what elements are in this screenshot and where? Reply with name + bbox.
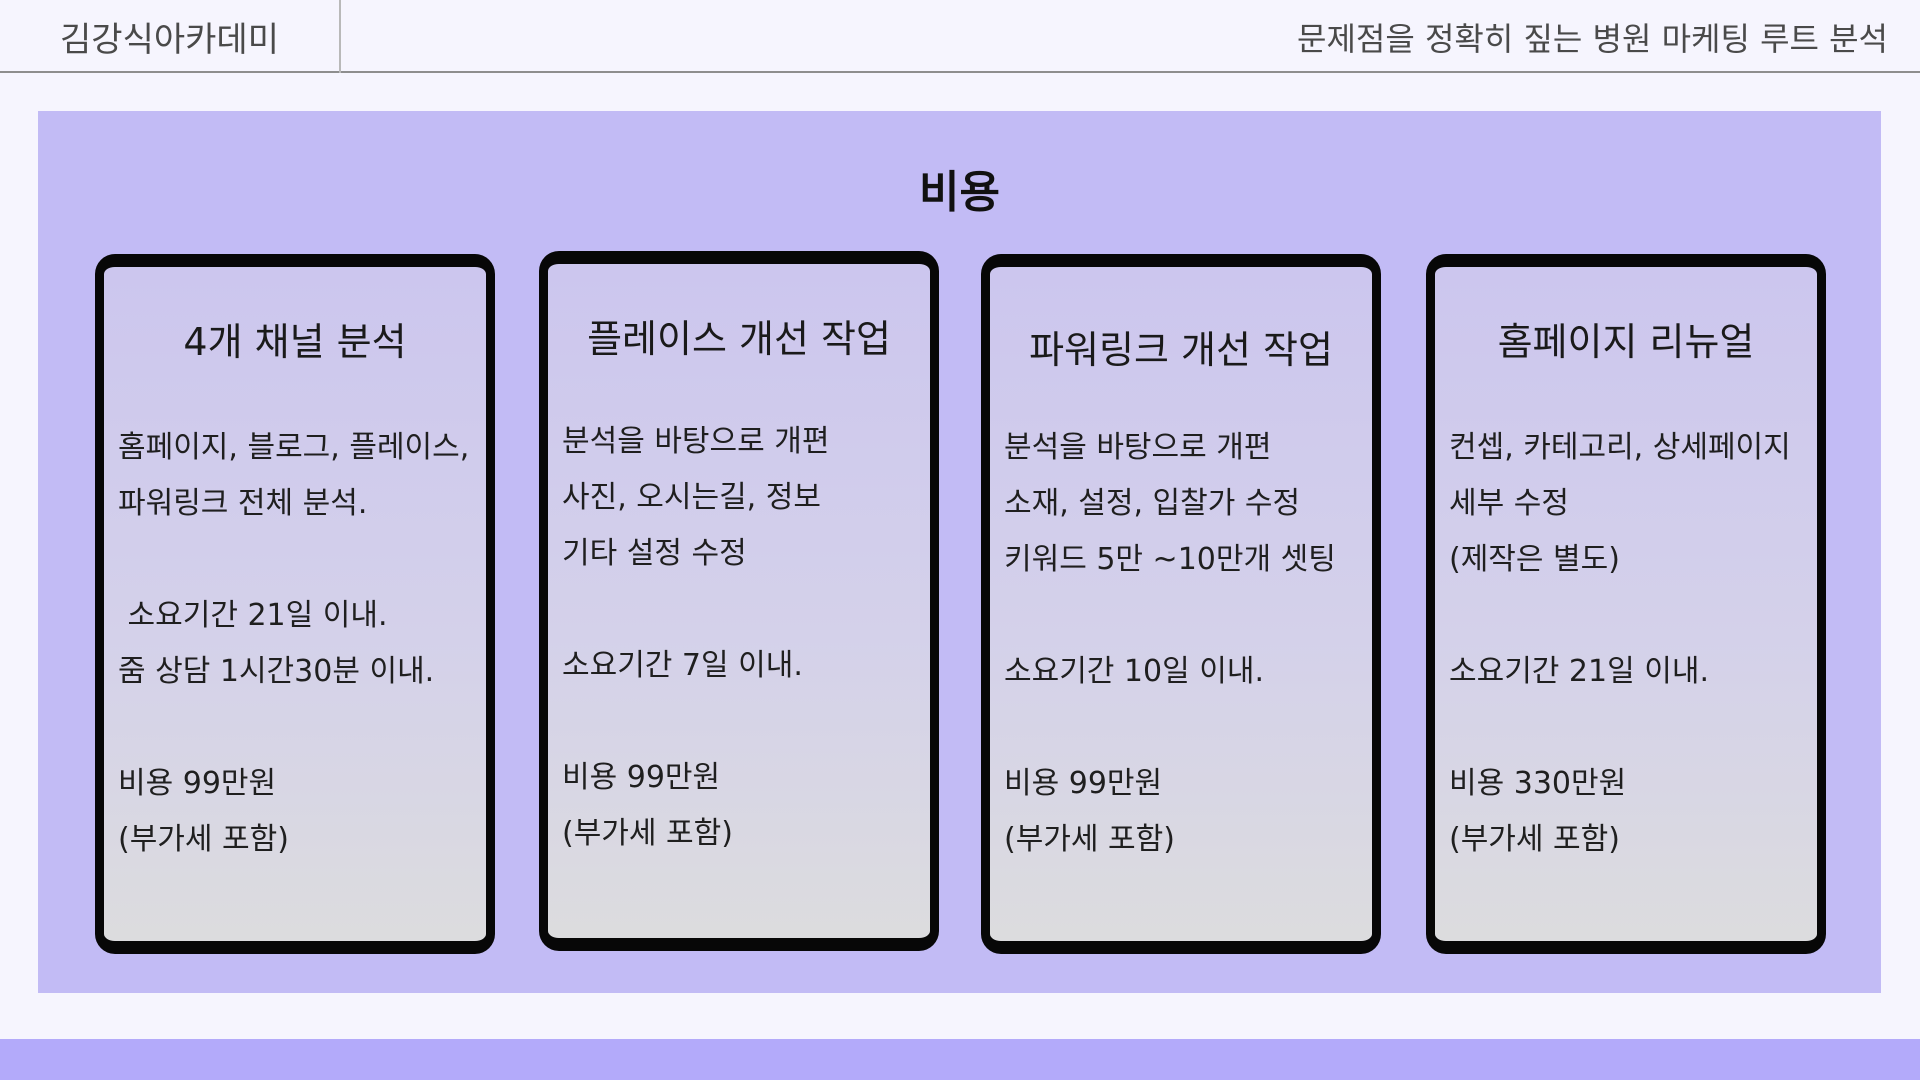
card-title: 플레이스 개선 작업 [587,317,891,361]
card-line: 홈페이지, 블로그, 플레이스, [118,430,470,465]
card-line: 세부 수정 [1449,486,1569,521]
card-line: 줌 상담 1시간30분 이내. [118,654,435,689]
card-line: 소요기간 10일 이내. [1004,654,1264,689]
pricing-card-powerlink-improvement: 파워링크 개선 작업 분석을 바탕으로 개편 소재, 설정, 입찰가 수정 키워… [981,254,1381,954]
card-line: (부가세 포함) [1449,822,1620,857]
card-line: 소요기간 21일 이내. [118,598,388,633]
card-line: 비용 330만원 [1449,766,1627,801]
card-line [1004,588,1366,644]
card-line: (부가세 포함) [562,816,733,851]
card-title: 4개 채널 분석 [183,320,407,364]
card-line [118,700,480,756]
card-title: 홈페이지 리뉴얼 [1497,320,1755,364]
card-line [562,694,924,750]
card-line [1004,700,1366,756]
card-line: (제작은 별도) [1449,542,1620,577]
card-line: 소재, 설정, 입찰가 수정 [1004,486,1301,521]
card-body: 홈페이지, 블로그, 플레이스, 파워링크 전체 분석. 소요기간 21일 이내… [118,420,480,868]
card-line: 기타 설정 수정 [562,536,747,571]
slide-subtitle: 문제점을 정확히 짚는 병원 마케팅 루트 분석 [1297,19,1888,58]
section-title: 비용 [919,167,1000,218]
brand-name: 김강식아카데미 [0,0,341,73]
card-line: 비용 99만원 [562,760,721,795]
card-line [562,582,924,638]
card-line: 분석을 바탕으로 개편 [562,424,830,459]
card-line: 파워링크 전체 분석. [118,486,368,521]
card-body: 분석을 바탕으로 개편 사진, 오시는길, 정보 기타 설정 수정 소요기간 7… [562,414,924,862]
card-line: 사진, 오시는길, 정보 [562,480,821,515]
card-body: 컨셉, 카테고리, 상세페이지 세부 수정 (제작은 별도) 소요기간 21일 … [1449,420,1811,868]
top-header: 김강식아카데미 문제점을 정확히 짚는 병원 마케팅 루트 분석 [0,0,1920,73]
card-line: 컨셉, 카테고리, 상세페이지 [1449,430,1791,465]
pricing-card-place-improvement: 플레이스 개선 작업 분석을 바탕으로 개편 사진, 오시는길, 정보 기타 설… [539,251,939,951]
card-line: 키워드 5만 ~10만개 셋팅 [1004,542,1336,577]
footer-bar [0,1039,1920,1080]
pricing-card-homepage-renewal: 홈페이지 리뉴얼 컨셉, 카테고리, 상세페이지 세부 수정 (제작은 별도) … [1426,254,1826,954]
card-line [118,532,480,588]
card-line [1449,700,1811,756]
pricing-card-channel-analysis: 4개 채널 분석 홈페이지, 블로그, 플레이스, 파워링크 전체 분석. 소요… [95,254,495,954]
card-line: 분석을 바탕으로 개편 [1004,430,1272,465]
card-line [1449,588,1811,644]
card-line: 소요기간 7일 이내. [562,648,803,683]
card-body: 분석을 바탕으로 개편 소재, 설정, 입찰가 수정 키워드 5만 ~10만개 … [1004,420,1366,868]
card-line: (부가세 포함) [1004,822,1175,857]
pricing-panel: 비용 4개 채널 분석 홈페이지, 블로그, 플레이스, 파워링크 전체 분석.… [38,111,1881,993]
card-title: 파워링크 개선 작업 [1029,328,1333,372]
card-line: (부가세 포함) [118,822,289,857]
card-line: 비용 99만원 [1004,766,1163,801]
card-line: 소요기간 21일 이내. [1449,654,1709,689]
card-line: 비용 99만원 [118,766,277,801]
